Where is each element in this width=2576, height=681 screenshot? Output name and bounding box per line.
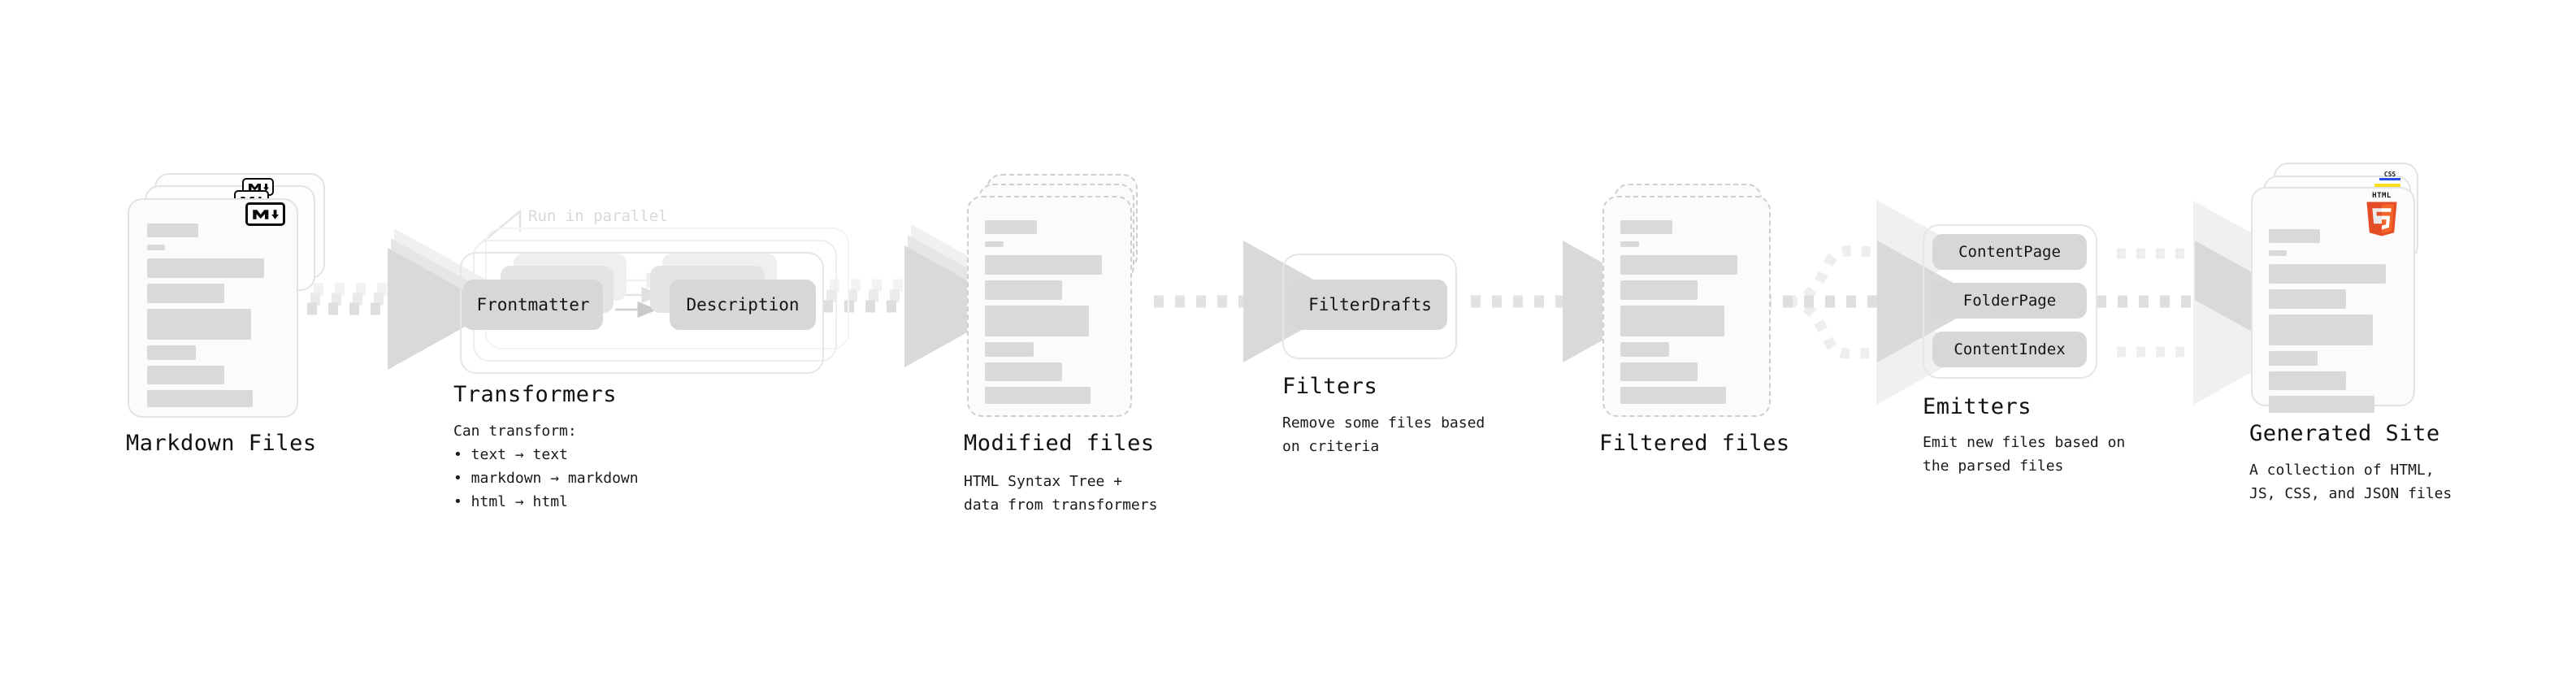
transformer-pill-description[interactable]: Description (670, 280, 816, 330)
filters-subtitle: Remove some files based on criteria (1282, 414, 1485, 455)
emitters-title: Emitters (1923, 394, 2032, 419)
skeleton-line-5 (1620, 362, 1698, 381)
filtered-files-title: Filtered files (1599, 431, 1790, 456)
emitter-pill-contentindex[interactable]: ContentIndex (1932, 332, 2087, 367)
markdown-files-title: Markdown Files (126, 431, 317, 456)
skeleton-title (147, 223, 198, 237)
modified-card-front (967, 196, 1132, 417)
skeleton-line-2 (985, 280, 1062, 300)
transformers-subtitle: Can transform: • text → text • markdown … (453, 423, 639, 510)
site-card-front (2251, 187, 2415, 413)
skeleton-line-3 (147, 309, 251, 340)
markdown-card-front (128, 198, 298, 418)
skeleton-subtitle (147, 245, 165, 250)
transformer-pill-frontmatter[interactable]: Frontmatter (463, 280, 603, 330)
skeleton-line-6 (985, 387, 1091, 404)
skeleton-line-5 (2269, 371, 2346, 390)
skeleton-title (985, 220, 1037, 234)
generated-site-title: Generated Site (2249, 421, 2440, 446)
skeleton-line-1 (985, 255, 1102, 275)
skeleton-line-6 (147, 390, 253, 407)
modified-files-subtitle: HTML Syntax Tree + data from transformer… (964, 473, 1158, 514)
skeleton-subtitle (2269, 250, 2287, 256)
filter-pill-filterdrafts[interactable]: FilterDrafts (1293, 280, 1447, 330)
skeleton-title (1620, 220, 1672, 234)
html5-badge-label: HTML (2372, 192, 2392, 200)
transformer-group-front (460, 252, 824, 374)
skeleton-line-3 (985, 306, 1089, 336)
emitters-subtitle: Emit new files based on the parsed files (1923, 434, 2126, 475)
generated-site-subtitle: A collection of HTML, JS, CSS, and JSON … (2249, 462, 2452, 502)
skeleton-subtitle (985, 241, 1004, 247)
transformers-title: Transformers (453, 382, 618, 407)
css-badge-label: CSS (2383, 171, 2396, 178)
skeleton-subtitle (1620, 241, 1639, 247)
markdown-badge-icon (245, 202, 285, 226)
skeleton-line-2 (147, 284, 224, 303)
arrow-markdown-to-transformers (307, 228, 504, 370)
skeleton-line-5 (147, 366, 224, 384)
arrow-emitters-to-site (2097, 201, 2305, 405)
skeleton-line-2 (1620, 280, 1698, 300)
skeleton-line-1 (1620, 255, 1737, 275)
skeleton-line-1 (2269, 264, 2386, 284)
filters-group (1282, 254, 1457, 359)
filters-title: Filters (1282, 374, 1378, 399)
skeleton-line-6 (2269, 396, 2374, 413)
filtered-card-front (1602, 196, 1771, 417)
skeleton-line-3 (1620, 306, 1724, 336)
skeleton-line-4 (985, 342, 1034, 357)
skeleton-line-2 (2269, 289, 2346, 309)
css-badge-bar (2379, 178, 2400, 180)
emitters-group (1923, 224, 2097, 379)
emitter-pill-contentpage[interactable]: ContentPage (1932, 234, 2087, 270)
html5-badge: HTML (2363, 192, 2400, 237)
skeleton-line-5 (985, 362, 1062, 381)
skeleton-line-4 (2269, 351, 2318, 366)
skeleton-title (2269, 229, 2320, 243)
modified-files-title: Modified files (964, 431, 1155, 456)
skeleton-line-6 (1620, 387, 1726, 404)
css-badge-icon: CSS (2379, 167, 2401, 180)
run-in-parallel-label: Run in parallel (528, 207, 668, 225)
skeleton-line-4 (1620, 342, 1669, 357)
html5-shield-icon (2366, 202, 2397, 236)
skeleton-line-3 (2269, 314, 2373, 345)
skeleton-line-4 (147, 345, 196, 360)
skeleton-line-1 (147, 258, 264, 278)
emitter-pill-folderpage[interactable]: FolderPage (1932, 283, 2087, 319)
